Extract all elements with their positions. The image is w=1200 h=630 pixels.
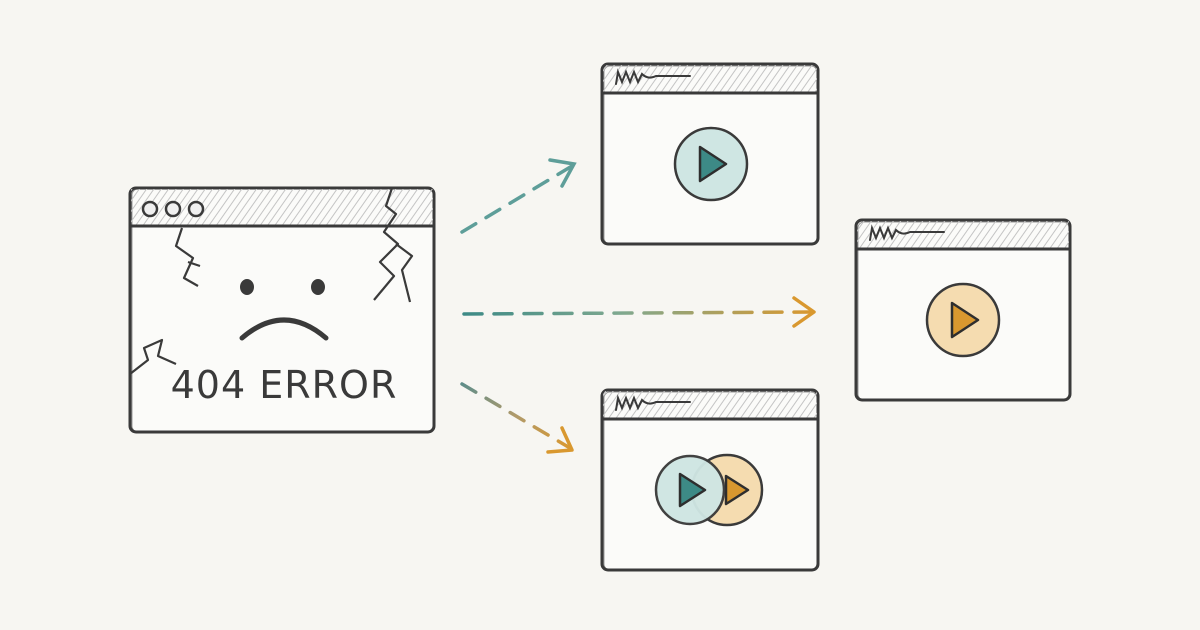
- double-play-icon[interactable]: [654, 453, 764, 527]
- window-title-scribble: [615, 394, 691, 411]
- redirect-arrow-bottom-head: [546, 426, 574, 454]
- error-label: 404 ERROR: [171, 363, 398, 407]
- redirect-arrow-middle-head: [792, 296, 816, 328]
- window-control-dot-3: [187, 200, 205, 218]
- window-title-scribble: [615, 68, 691, 85]
- teal-play-icon[interactable]: [673, 126, 749, 202]
- window-control-dot-1: [141, 200, 159, 218]
- crack-icon: [129, 187, 414, 375]
- video-window-top: [600, 62, 820, 246]
- redirect-arrow-top: [460, 158, 577, 234]
- redirect-arrow-bottom: [460, 382, 572, 450]
- error-window-titlebar: [130, 189, 434, 228]
- video-window-middle: [854, 218, 1072, 402]
- window-title-scribble: [869, 224, 945, 241]
- sad-face-icon: [239, 279, 329, 341]
- redirect-arrow-middle: [462, 310, 814, 316]
- video-window-bottom: [600, 388, 820, 572]
- broken-error-window: 404 ERROR: [128, 186, 436, 434]
- orange-play-icon[interactable]: [925, 282, 1001, 358]
- window-control-dot-2: [164, 200, 182, 218]
